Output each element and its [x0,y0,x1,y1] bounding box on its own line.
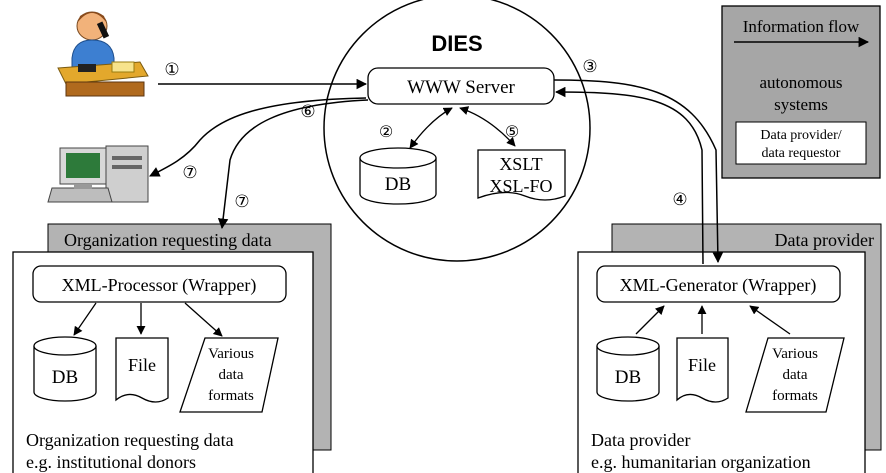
legend-provider-box [735,121,867,165]
step-7-requester: ⑦ [234,192,249,211]
xml-processor-box [32,265,287,303]
provider-caption-line2: e.g. humanitarian organization [591,452,811,472]
xslt-document-shape [477,149,566,201]
arrow-server-to-xslt [459,106,516,147]
provider-formats-shape [745,337,845,413]
provider-tab-label: Data provider [775,230,874,250]
step-5: ⑤ [505,124,519,141]
step-3: ③ [582,57,597,76]
step-7-computer: ⑦ [182,163,197,182]
provider-formats-line1: Various [772,346,818,362]
dies-title: DIES [431,31,482,56]
www-server-label: WWW Server [407,77,515,98]
arrow-step3 [553,79,724,264]
requester-formats-line3: formats [208,388,254,404]
step-4: ④ [672,190,687,209]
requester-db-label: DB [52,367,78,388]
requester-formats-shape [179,337,279,413]
step-6: ⑥ [300,102,315,121]
legend-flow-label: Information flow [743,17,860,36]
legend-autonomous-line2: systems [774,95,828,114]
provider-db-cylinder [596,336,660,402]
requester-tab-label: Organization requesting data [64,230,272,250]
person-at-desk-icon [57,11,149,97]
xslfo-label: XSL-FO [489,176,552,196]
provider-file-shape [676,337,729,403]
arrow-processor-to-formats [184,302,223,337]
arrow-formats-to-generator [749,305,791,335]
requester-db-cylinder [33,336,97,402]
provider-formats-line2: data [783,367,808,383]
arrow-processor-to-db [73,302,97,336]
arrow-step7-requester [217,99,369,230]
dies-db-cylinder [359,147,437,205]
requester-formats-line2: data [219,367,244,383]
requester-caption-line1: Organization requesting data [26,430,234,450]
legend-autonomous-line1: autonomous [759,73,842,92]
arrow-server-to-db [409,107,453,149]
arrow-db-to-generator [635,305,665,335]
arrow-step6-7-computer [149,97,367,177]
xml-generator-box [596,265,841,303]
legend-provider-line1: Data provider/ [760,128,841,143]
requester-file-shape [115,337,169,403]
requester-formats-line1: Various [208,346,254,362]
step-1: ① [164,60,179,79]
xslt-label: XSLT [499,154,542,174]
www-server-box [367,67,555,105]
provider-formats-line3: formats [772,388,818,404]
requester-caption-line2: e.g. institutional donors [26,452,196,472]
step-2: ② [379,124,393,141]
xml-generator-label: XML-Generator (Wrapper) [620,275,817,296]
legend-provider-line2: data requestor [762,146,841,161]
provider-caption-line1: Data provider [591,430,690,450]
arrow-step4 [554,86,704,265]
dies-db-label: DB [385,174,411,195]
desktop-computer-icon [47,145,149,203]
requester-file-label: File [128,355,156,375]
provider-file-label: File [688,355,716,375]
xml-processor-label: XML-Processor (Wrapper) [62,275,257,296]
provider-db-label: DB [615,367,641,388]
